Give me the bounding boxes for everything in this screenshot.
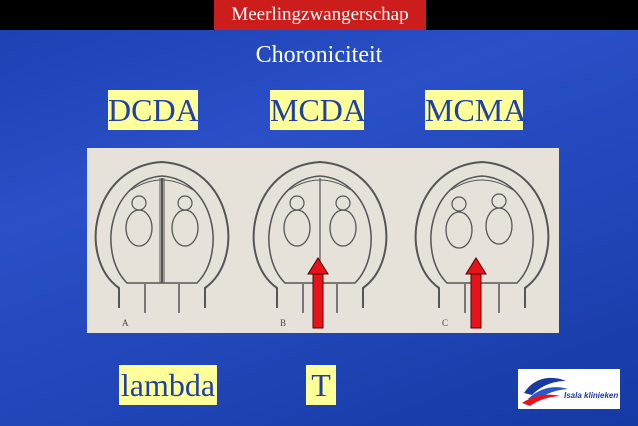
arrow-mcda	[307, 257, 329, 329]
chorionicity-illustration: A B C	[87, 148, 559, 333]
panel-c-drawing	[414, 160, 550, 313]
label-t: T	[306, 365, 336, 405]
logo-mark-icon	[522, 377, 568, 406]
illustration-svg: A B C	[94, 160, 550, 329]
label-mcda: MCDA	[270, 90, 367, 130]
arrow-mcma	[465, 257, 487, 329]
label-dcda: DCDA	[108, 90, 199, 130]
slide-subtitle: Choroniciteit	[255, 42, 383, 68]
logo-text: Isala klinieken	[564, 391, 619, 400]
panel-c-letter: C	[442, 318, 448, 328]
panel-a-letter: A	[122, 318, 129, 328]
label-lambda: lambda	[119, 365, 217, 405]
panel-b-drawing	[252, 160, 388, 313]
panel-b-letter: B	[280, 318, 286, 328]
panel-a-drawing	[94, 160, 230, 313]
isala-logo: Isala klinieken	[518, 369, 620, 409]
slide-title: Meerlingzwangerschap	[214, 0, 426, 30]
label-mcma: MCMA	[425, 90, 527, 130]
